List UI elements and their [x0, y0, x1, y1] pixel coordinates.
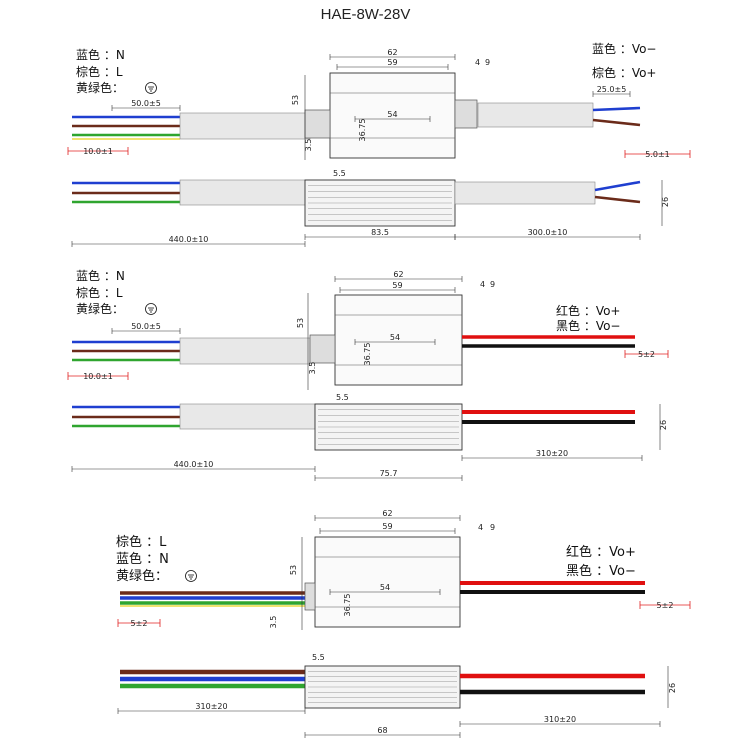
v3-label-brown-l: 棕色 ：L [116, 534, 167, 550]
v3-label-ground: 黄绿色： [116, 568, 168, 584]
v1-dim-len-out-label: 300.0±10 [528, 228, 568, 237]
v1-side-out-brown [594, 195, 641, 204]
v1-dim-w62-label: 62 [387, 48, 397, 57]
v2-label-brown-l: 棕色 ：L [76, 285, 123, 300]
v1-dim-h26: 26 [661, 197, 670, 207]
v2-dim-h3675: 36.75 [363, 343, 372, 366]
v3-dim-w59-label: 59 [382, 522, 392, 531]
v2-side-input-cable [179, 403, 316, 430]
v2-dim-h26: 26 [659, 420, 668, 430]
v3-dim-body-label: 68 [377, 726, 387, 735]
v1-top-gland-right [454, 99, 478, 129]
v1-dim-strip-in-end-label: 10.0±1 [83, 147, 113, 156]
v2-label-blue-n: 蓝色 ：N [76, 269, 125, 283]
v2-dim-d4: 4 [480, 280, 485, 289]
v1-top-out-blue [592, 106, 641, 112]
v1-top-output-cable [477, 102, 594, 128]
v2-label-out-black: 黑色 ：Vo− [556, 319, 621, 333]
v2-dim-strip-out-end-label: 5±2 [638, 350, 655, 359]
v1-dim-strip-in-label: 50.0±5 [131, 99, 161, 108]
v2-dim-w59-label: 59 [392, 281, 402, 290]
v3-dim-h26: 26 [668, 683, 677, 693]
v2-label-out-red: 红色 ：Vo+ [556, 303, 621, 318]
v1-top-out-brown [592, 118, 641, 127]
v3-dim-d55: 5.5 [312, 653, 325, 662]
v1-dim-strip-out-end-label: 5.0±1 [645, 150, 670, 159]
v2-dim-d9: 9 [490, 280, 495, 289]
v1-side-input-cable [179, 179, 311, 206]
v2-dim-l54-label: 54 [390, 333, 400, 342]
v1-label-out-brown: 棕色 ：Vo+ [592, 65, 657, 80]
v1-dim-strip-out-label: 25.0±5 [597, 85, 627, 94]
v2-ground-icon [145, 303, 157, 315]
v2-dim-body-label: 75.7 [380, 469, 398, 478]
v1-dim-body-label: 83.5 [371, 228, 389, 237]
v1-top-body [329, 72, 456, 159]
v3-dim-d9: 9 [490, 523, 495, 532]
v3-top-body [314, 536, 461, 628]
v1-dim-h3675: 36.75 [358, 119, 367, 142]
v3-label-out-black: 黑色 ：Vo− [566, 563, 636, 579]
v1-side-output-cable [454, 181, 596, 205]
v3-top-gland-left [304, 582, 316, 611]
v1-dim-h53: 53 [291, 95, 300, 105]
v1-dim-d4: 4 [475, 58, 480, 67]
v1-dim-l54-label: 54 [387, 110, 397, 119]
v1-dim-d9: 9 [485, 58, 490, 67]
v3-ground-icon [185, 570, 197, 582]
v1-label-brown-l: 棕色 ：L [76, 64, 123, 79]
v1-dim-d35: 3.5 [304, 139, 313, 152]
v1-top-input-cable [179, 112, 311, 140]
v3-dim-d35: 3.5 [269, 616, 278, 629]
v1-dim-w59-label: 59 [387, 58, 397, 67]
v2-dim-d55: 5.5 [336, 393, 349, 402]
v3-dim-w62-label: 62 [382, 509, 392, 518]
v1-top-gland-left [304, 109, 331, 139]
v1-dim-d55: 5.5 [333, 169, 346, 178]
v3-dim-d4: 4 [478, 523, 483, 532]
v1-label-ground: 黄绿色： [76, 80, 124, 95]
v1-ground-icon [145, 82, 157, 94]
v3-label-blue-n: 蓝色 ：N [116, 551, 169, 567]
v2-dim-strip-in-end-label: 10.0±1 [83, 372, 113, 381]
v2-dim-len-out-label: 310±20 [536, 449, 568, 458]
v2-top-gland-left [309, 334, 336, 364]
v3-dim-len-out-label: 310±20 [544, 715, 576, 724]
v2-dim-w62-label: 62 [393, 270, 403, 279]
v2-label-ground: 黄绿色： [76, 301, 124, 316]
v1-dim-len-in-label: 440.0±10 [169, 235, 209, 244]
v2-dim-d35: 3.5 [308, 362, 317, 375]
v3-dim-len-in-label: 310±20 [195, 702, 227, 711]
v1-side-out-blue [594, 180, 641, 192]
v1-label-blue-n: 蓝色 ：N [76, 48, 125, 62]
v2-dim-h53: 53 [296, 318, 305, 328]
v2-dim-strip-in-label: 50.0±5 [131, 322, 161, 331]
diagram-title: HAE-8W-28V [320, 6, 411, 23]
v3-dim-h53: 53 [289, 565, 298, 575]
v2-dim-len-in-label: 440.0±10 [174, 460, 214, 469]
v3-dim-h3675: 36.75 [343, 594, 352, 617]
v2-top-body [334, 294, 463, 386]
v2-top-input-cable [179, 337, 311, 365]
v3-dim-l54-label: 54 [380, 583, 390, 592]
v1-label-out-blue: 蓝色 ：Vo− [592, 42, 657, 56]
v3-label-out-red: 红色 ：Vo+ [566, 544, 636, 560]
v3-dim-strip-out-end-label: 5±2 [657, 601, 674, 610]
v3-dim-strip-in-end-label: 5±2 [131, 619, 148, 628]
